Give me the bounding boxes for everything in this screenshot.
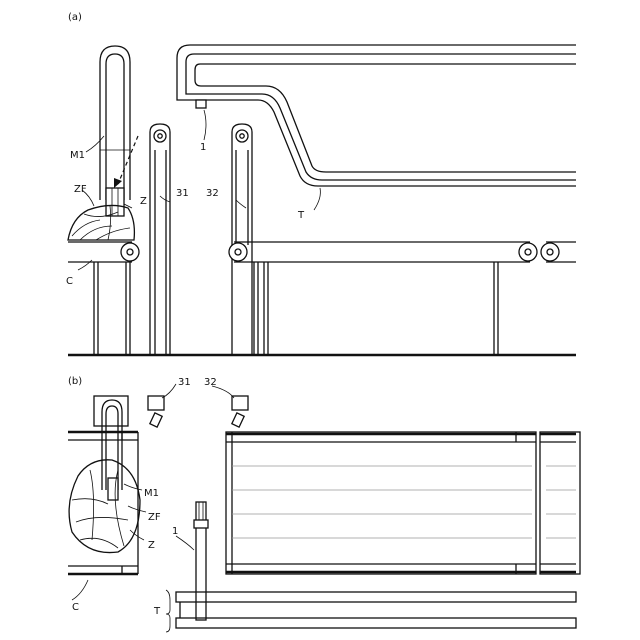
label-z: Z — [140, 196, 147, 207]
label-t: T — [297, 210, 305, 221]
panel-b: (b) — [68, 376, 580, 632]
label-m1-top: M1 — [144, 488, 159, 499]
main-conveyor — [229, 242, 576, 355]
conveyor-c — [68, 242, 139, 355]
label-zf-top: ZF — [148, 512, 161, 523]
gripper — [106, 188, 124, 216]
label-c-top: C — [72, 602, 79, 613]
label-zf: ZF — [74, 184, 87, 195]
label-31-top: 31 — [178, 377, 191, 388]
tray-t — [177, 45, 576, 186]
robot-arm-m1 — [100, 46, 130, 216]
label-1-top: 1 — [172, 526, 178, 537]
robot-arm-top — [94, 396, 128, 500]
panel-a: (a) — [66, 12, 576, 355]
arrow-head — [114, 178, 122, 188]
workpiece-top — [69, 460, 140, 553]
main-conveyor-top — [226, 432, 580, 574]
label-32-top: 32 — [204, 377, 217, 388]
label-c: C — [66, 276, 73, 287]
post-32-top — [232, 396, 248, 427]
tray-t-top — [166, 590, 576, 632]
label-z-top: Z — [148, 540, 155, 551]
label-31: 31 — [176, 188, 189, 199]
label-1: 1 — [200, 142, 206, 153]
label-t-top: T — [153, 606, 161, 617]
hook-1 — [196, 100, 206, 108]
label-32: 32 — [206, 188, 219, 199]
post-31-top — [148, 396, 164, 427]
post-32 — [232, 124, 252, 355]
post-31 — [150, 124, 170, 355]
panel-a-label: (a) — [68, 12, 82, 23]
insertion-arrow — [118, 136, 138, 184]
panel-b-label: (b) — [68, 376, 82, 387]
label-m1: M1 — [70, 150, 85, 161]
